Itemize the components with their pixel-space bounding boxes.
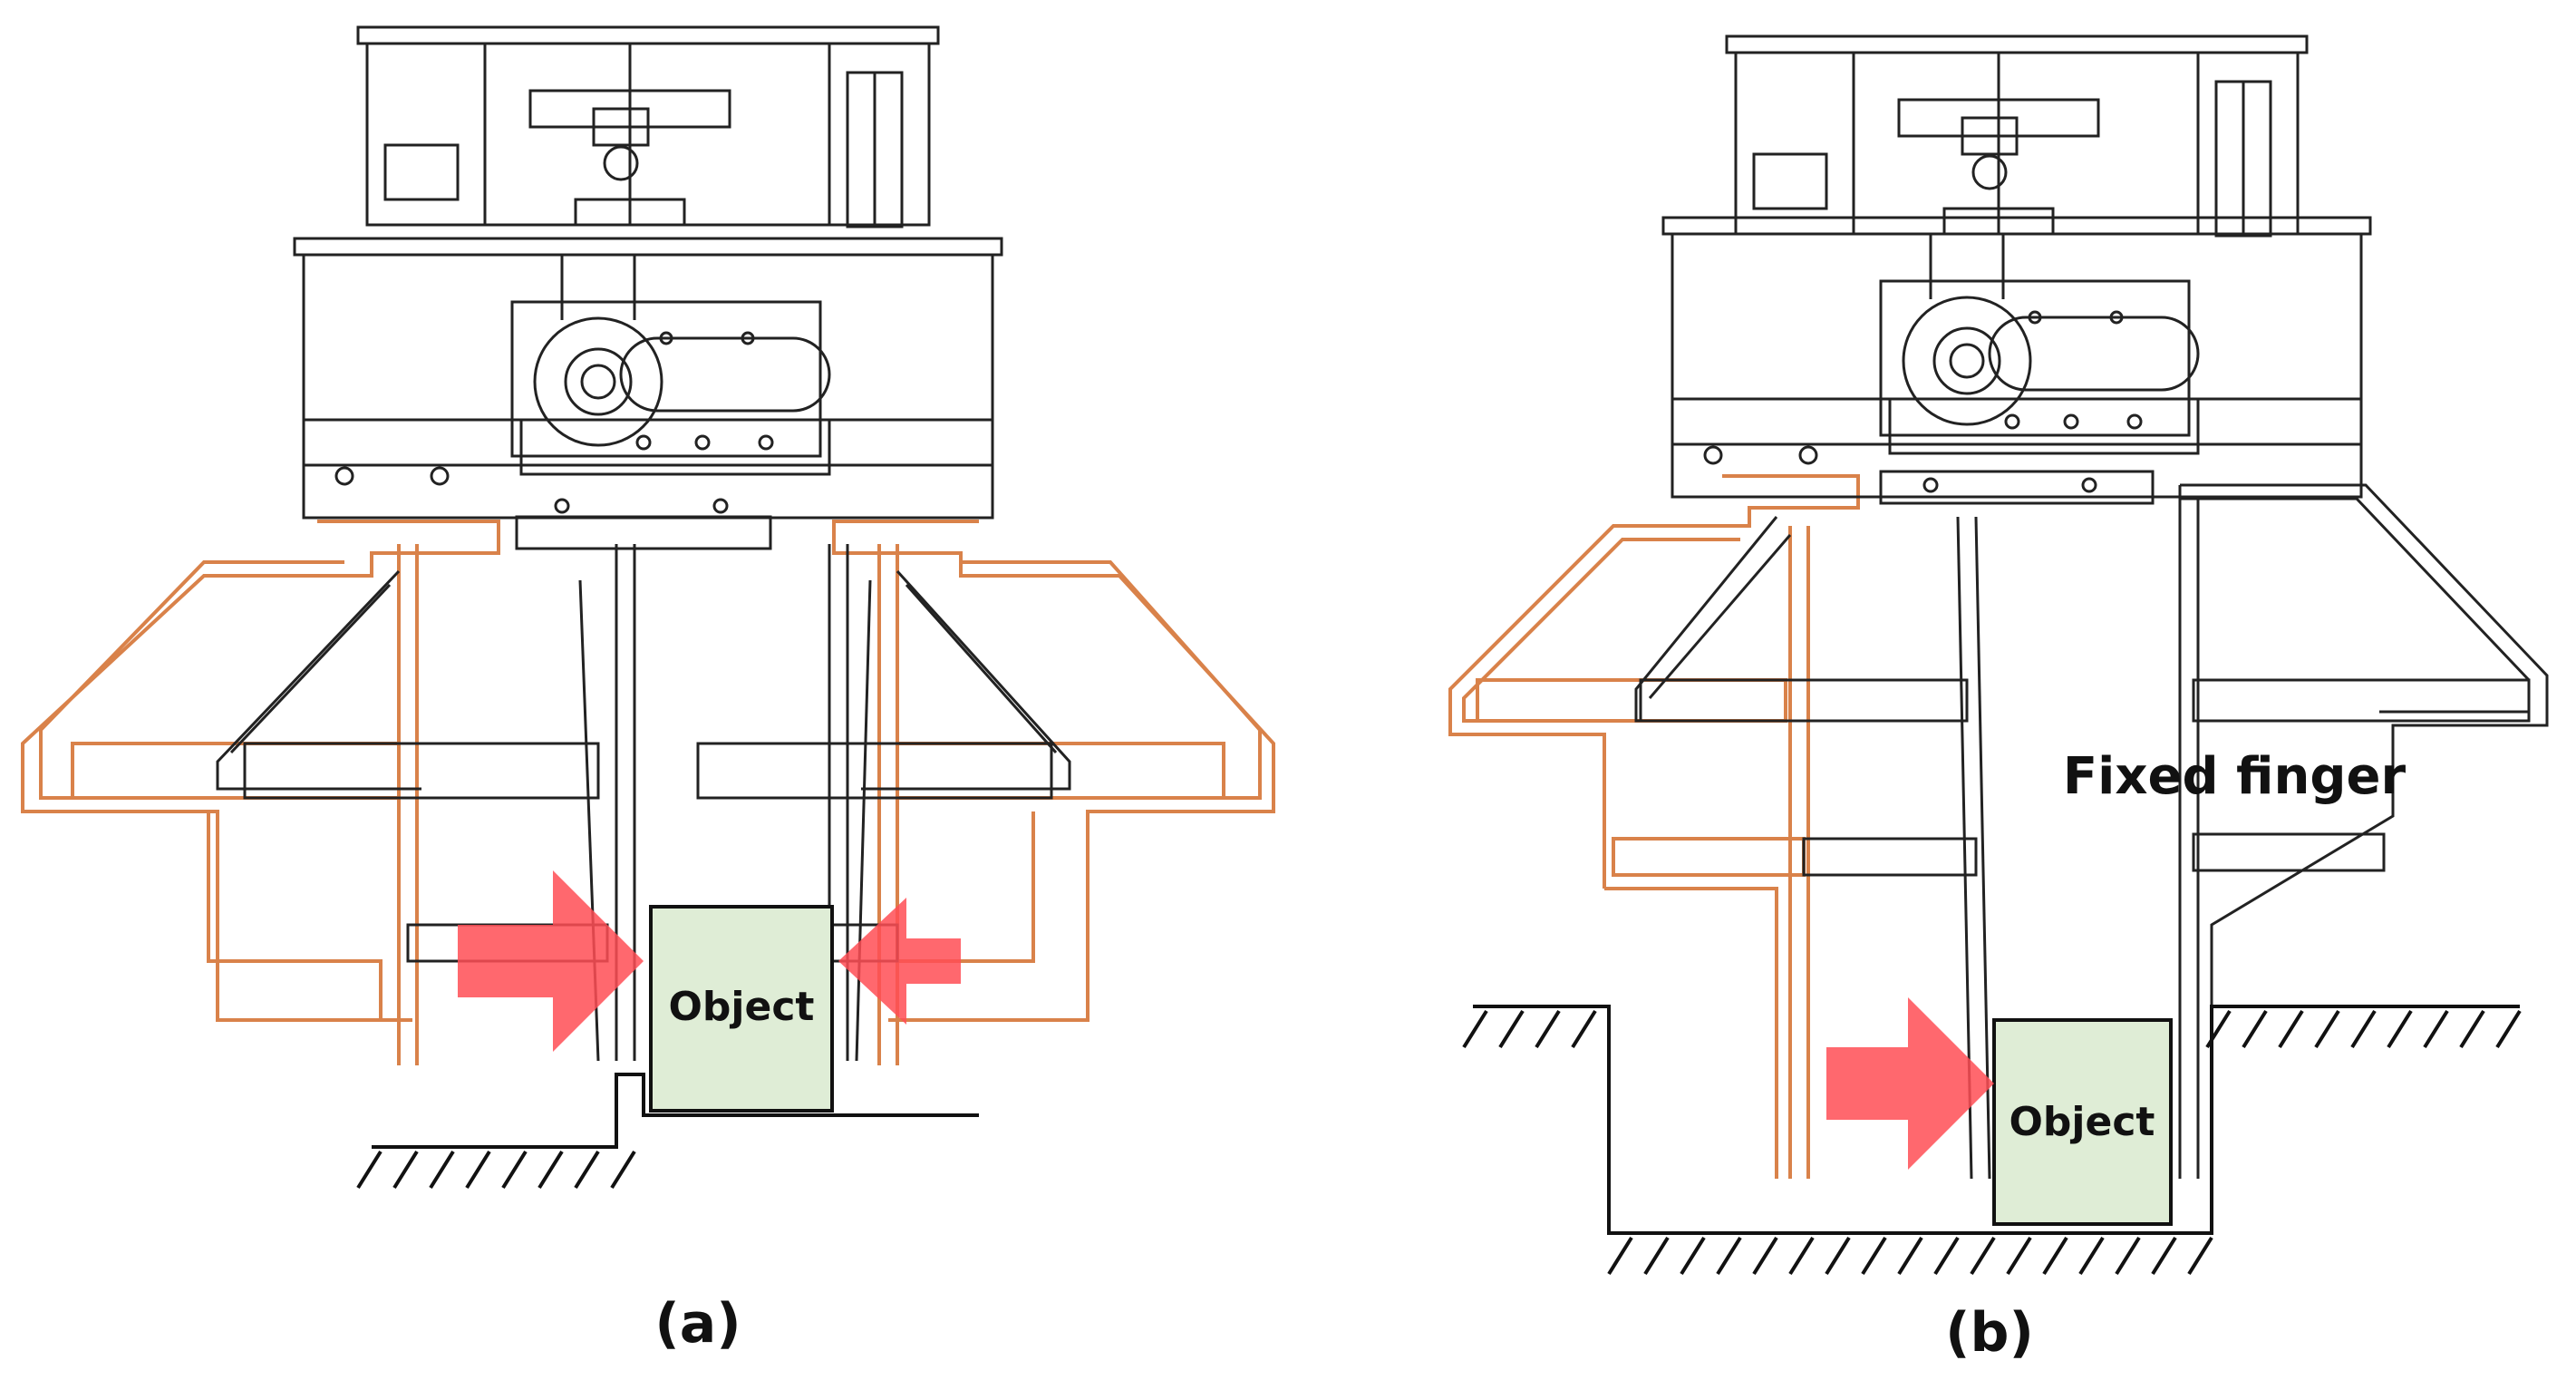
push-arrow-icon [1826,997,1994,1170]
panel-a: Object (a) [21,25,1275,1356]
object-b: Object [1992,1018,2173,1226]
finger-open-position-b [1448,474,1860,1179]
gripper-mechanism-a [216,25,1071,1062]
caption-b: (b) [1945,1301,2034,1365]
object-a: Object [649,905,834,1113]
panel-b: Object Fixed finger (b) [1448,34,2549,1365]
push-arrow-icon [458,870,644,1052]
caption-a: (a) [654,1292,741,1356]
ground-a [356,1073,979,1190]
fixed-finger-label: Fixed finger [2063,747,2407,806]
object-label-a: Object [669,984,815,1030]
object-label-b: Object [2009,1099,2155,1145]
push-arrow-icon [838,898,961,1025]
finger-open-position-a [21,520,1275,1065]
ground-b [1462,1005,2522,1276]
